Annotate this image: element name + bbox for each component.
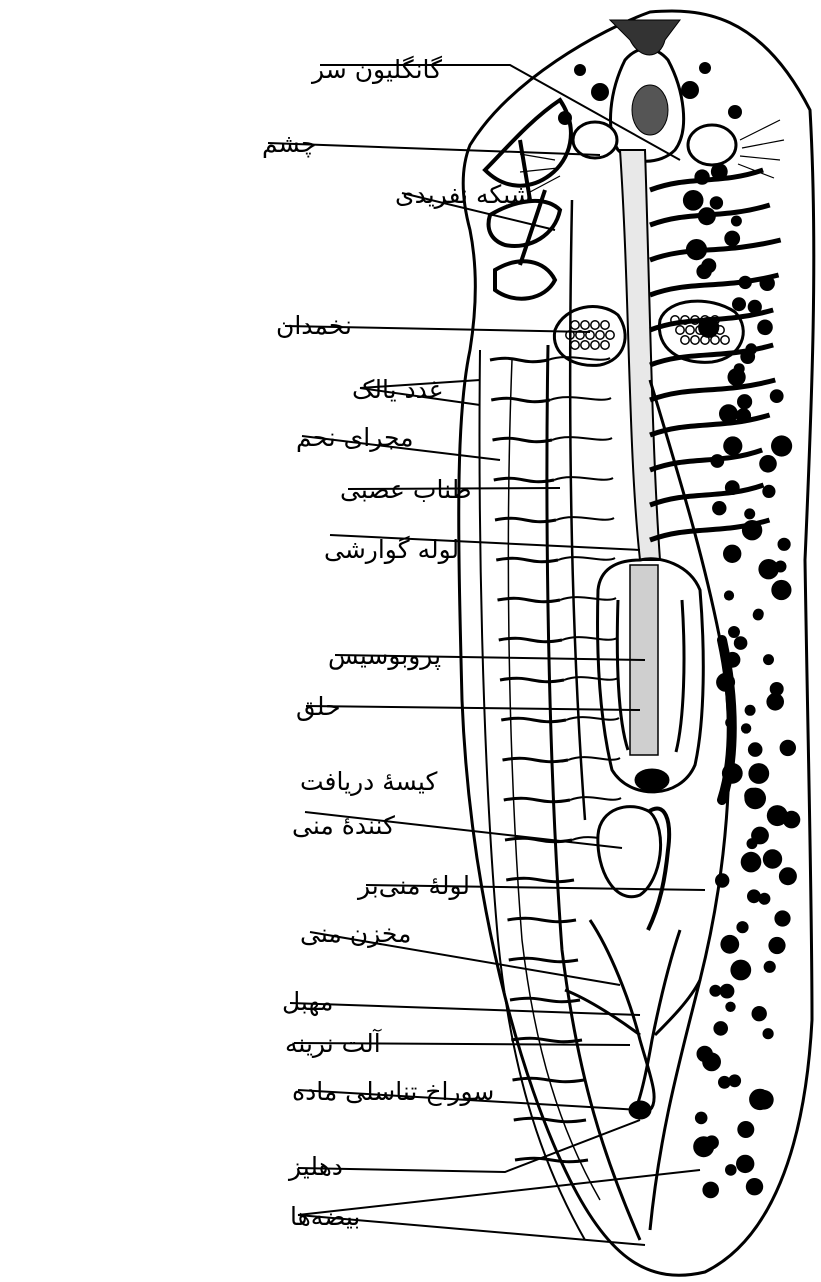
label-nerve-cord: طناب عصبی: [340, 475, 472, 504]
copulatory-apparatus: [565, 807, 700, 1118]
label-seminal-vesicle: مخزن منی: [300, 919, 411, 948]
leader-eye: [268, 143, 600, 155]
label-sperm-duct: لولهٔ منی‌بر: [356, 871, 470, 900]
head-ganglion: [610, 20, 684, 161]
label-pharynx: حلق: [296, 692, 341, 721]
label-penis: آلت نرینه: [285, 1028, 382, 1058]
leader-vagina: [290, 1003, 640, 1015]
digestive-tube: [620, 150, 660, 560]
label-digestive-tube: لوله گوارشی: [324, 535, 459, 564]
label-vagina: مهبل: [282, 987, 333, 1017]
label-yolk-glands: غدد یالک: [352, 375, 442, 404]
leader-pharynx: [306, 706, 640, 710]
leader-atrium: [298, 1120, 640, 1172]
label-seminal-receptacle-2: کنندهٔ منی: [292, 811, 395, 840]
label-atrium: دهلیز: [287, 1152, 343, 1181]
label-ovary: نخمدان: [276, 311, 352, 340]
label-seminal-receptacle-1: کیسهٔ دریافت: [300, 767, 437, 796]
transverse-branches: [490, 357, 622, 1162]
label-eye: چشم: [262, 129, 316, 159]
label-proboscis: پروبوسیس: [328, 641, 441, 671]
label-oviduct: مجرای نحم: [296, 423, 414, 453]
label-testes: بیضه‌ها: [290, 1202, 360, 1231]
label-head-ganglion: گانگلیون سر: [310, 55, 442, 84]
label-female-genital-pore: سوراخ تناسلی ماده: [292, 1077, 494, 1106]
lateral-line-inner: [508, 360, 600, 1200]
label-nephridial-network: شبکه نفریدی: [395, 180, 532, 209]
